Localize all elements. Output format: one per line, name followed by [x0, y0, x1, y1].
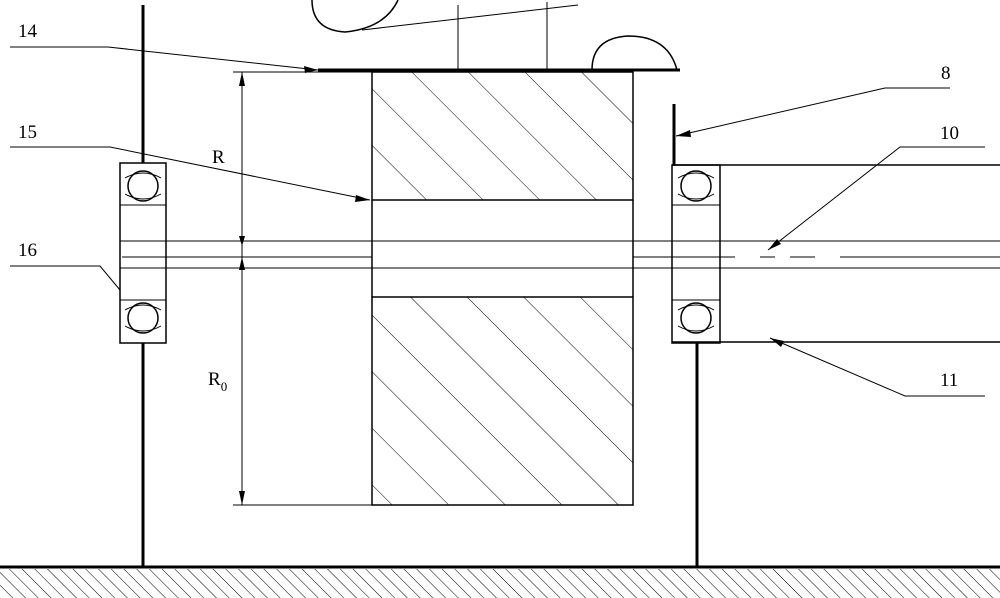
- leader-16: [10, 266, 120, 290]
- top-mechanism: [312, 0, 677, 70]
- leader-8: [676, 88, 950, 136]
- label-10: 10: [940, 123, 959, 144]
- dimension-label-r0-main: R: [208, 369, 221, 390]
- dimension-label-r0-sub: 0: [221, 379, 228, 394]
- label-16: 16: [18, 240, 37, 261]
- right-bearing-ball-top: [681, 171, 711, 201]
- ground-base: [0, 567, 1000, 598]
- dimension-lines: [233, 72, 372, 505]
- right-bearing: [672, 165, 720, 343]
- left-bearing: [120, 163, 166, 343]
- label-15: 15: [18, 122, 37, 143]
- dimension-label-r0: R0: [208, 369, 227, 394]
- leader-15: [10, 147, 370, 200]
- label-8: 8: [941, 63, 951, 84]
- shaft: [120, 241, 1000, 268]
- left-bearing-ball-bottom: [128, 303, 158, 333]
- leader-14: [10, 47, 318, 70]
- drum-roller: [372, 72, 633, 505]
- dimension-label-r: R: [212, 147, 225, 168]
- left-bearing-ball-top: [128, 171, 158, 201]
- leader-10: [768, 147, 985, 250]
- right-frame: [672, 165, 1000, 342]
- label-11: 11: [940, 370, 958, 391]
- right-bearing-ball-bottom: [681, 303, 711, 333]
- label-14: 14: [18, 21, 38, 42]
